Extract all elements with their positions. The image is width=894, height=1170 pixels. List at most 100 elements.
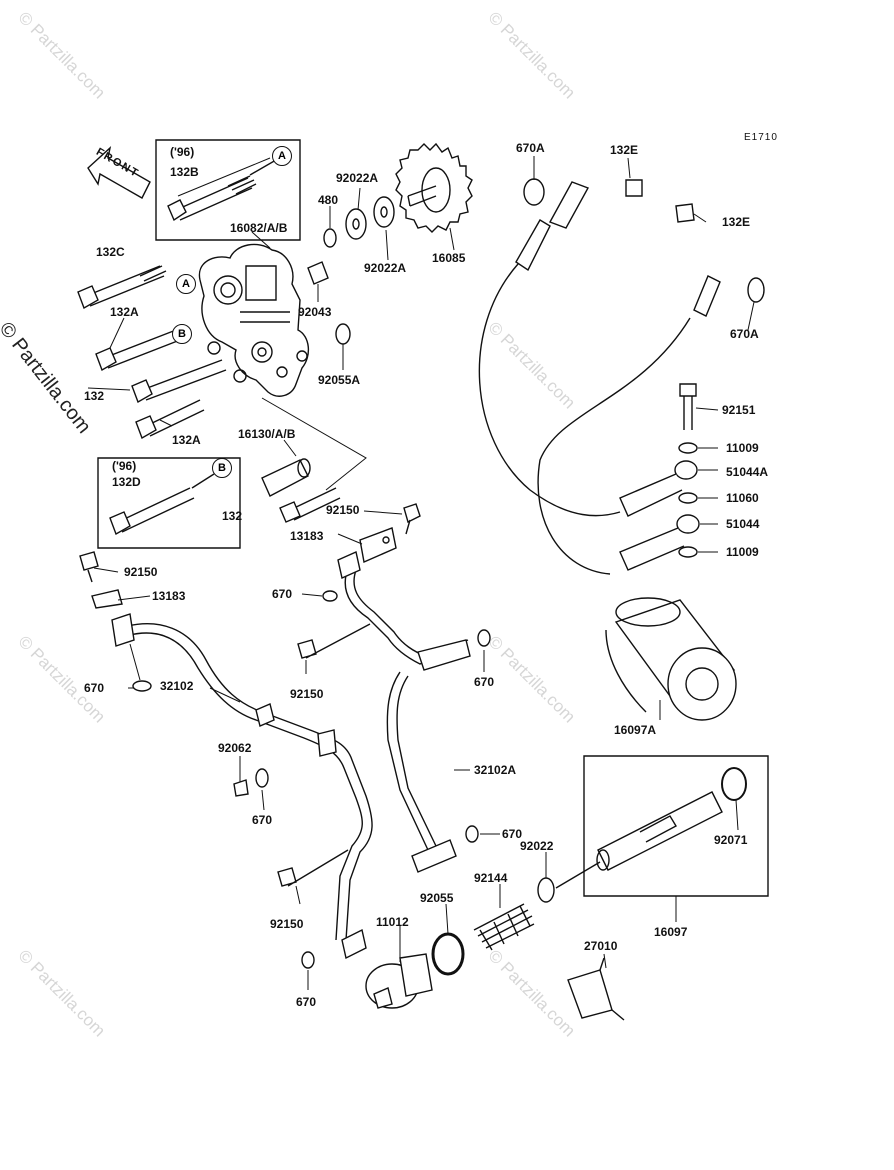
label-132-lower: 132	[222, 509, 243, 523]
callout-b-mid: B	[172, 324, 192, 344]
label-92150-3: 92150	[290, 687, 324, 701]
oil-filter-16097a-icon	[605, 597, 737, 721]
label-92151: 92151	[722, 403, 756, 417]
callout-a-mid: A	[176, 274, 196, 294]
oil-pipe-32102-icon	[111, 613, 373, 960]
label-132c: 132C	[96, 245, 125, 259]
diagram-reference: E1710	[744, 132, 778, 143]
label-11009-2: 11009	[726, 545, 759, 559]
spring-92144-icon	[473, 903, 535, 951]
label-32102a: 32102A	[474, 763, 517, 777]
oring-670-1-icon	[322, 590, 338, 602]
bolt-92150-top-icon	[403, 503, 421, 535]
oil-hoses-icon	[478, 181, 721, 575]
label-670-6: 670	[296, 995, 317, 1009]
label-480: 480	[318, 193, 339, 207]
oring-92055-icon	[431, 932, 465, 976]
label-92055: 92055	[420, 891, 454, 905]
label-27010: 27010	[584, 939, 618, 953]
collar-16130-icon	[261, 458, 311, 497]
drain-plug-11012-icon	[365, 953, 433, 1009]
banjo-bolt-92151-icon	[679, 383, 697, 430]
banjo-51044a-icon	[619, 460, 698, 517]
label-92022: 92022	[520, 839, 554, 853]
label-16130: 16130/A/B	[238, 427, 296, 441]
label-92055a: 92055A	[318, 373, 361, 387]
plug-92062-icon	[233, 779, 249, 797]
plate-13183-upper-icon	[359, 527, 397, 563]
bolt-92150-low-icon	[277, 849, 349, 887]
washer-11060-icon	[678, 492, 698, 504]
label-92043: 92043	[298, 305, 332, 319]
label-51044a: 51044A	[726, 465, 769, 479]
washer-11009-1-icon	[678, 442, 698, 454]
bolt-92150-mid-icon	[297, 623, 371, 659]
label-670a-1: 670A	[516, 141, 545, 155]
label-11060: 11060	[726, 491, 759, 505]
label-92150-1: 92150	[326, 503, 360, 517]
circlip-480-icon	[323, 228, 337, 248]
washer-92022a-2-icon	[373, 196, 395, 228]
label-670-1: 670	[272, 587, 293, 601]
oring-670-5-icon	[465, 825, 479, 843]
label-92150-2: 92150	[124, 565, 158, 579]
label-11012: 11012	[376, 915, 409, 929]
oring-670-3-icon	[477, 629, 491, 647]
label-96-bottom: ('96)	[112, 459, 137, 473]
label-13183-1: 13183	[290, 529, 324, 543]
washer-92022a-1-icon	[345, 208, 367, 240]
bolt-132b-icon	[167, 159, 277, 222]
label-670-5: 670	[502, 827, 523, 841]
label-92062: 92062	[218, 741, 252, 755]
label-670-4: 670	[252, 813, 273, 827]
label-132: 132	[84, 389, 105, 403]
oring-670-2-icon	[132, 680, 152, 692]
label-132e-1: 132E	[610, 143, 639, 157]
bolt-92150-left-icon	[79, 551, 99, 583]
bolt-132-long-icon	[131, 359, 227, 404]
bolt-132-lower-icon	[279, 487, 341, 523]
pin-92043-icon	[307, 261, 329, 285]
oring-670a-2-icon	[747, 277, 765, 303]
label-132e-2: 132E	[722, 215, 751, 229]
oring-92055a-icon	[335, 323, 351, 345]
label-16097: 16097	[654, 925, 688, 939]
bracket-box-132d	[97, 457, 241, 549]
oring-670-6-icon	[301, 951, 315, 969]
bolt-132d-icon	[109, 473, 215, 536]
bolt-132a-lower-icon	[135, 399, 205, 440]
bolt-132e-1-icon	[625, 179, 643, 197]
switch-27010-icon	[567, 957, 625, 1021]
label-13183-2: 13183	[152, 589, 186, 603]
label-92071: 92071	[714, 833, 748, 847]
label-92150-4: 92150	[270, 917, 304, 931]
plate-13183-lower-icon	[91, 589, 123, 609]
gear-16085-icon	[395, 142, 473, 233]
label-132a-1: 132A	[110, 305, 139, 319]
label-16097a: 16097A	[614, 723, 657, 737]
label-92022a-1: 92022A	[336, 171, 379, 185]
label-132d: 132D	[112, 475, 141, 489]
strainer-box	[583, 755, 769, 897]
callout-b-bottom: B	[212, 458, 232, 478]
banjo-51044-icon	[619, 514, 700, 571]
label-16085: 16085	[432, 251, 466, 265]
label-670-3: 670	[474, 675, 495, 689]
label-132b: 132B	[170, 165, 199, 179]
bolt-132c-icon	[77, 265, 167, 310]
label-92022a-2: 92022A	[364, 261, 407, 275]
label-132a-2: 132A	[172, 433, 201, 447]
oil-pipe-32102a-icon	[337, 551, 471, 873]
oil-pump-body-icon	[198, 243, 309, 397]
label-670a-2: 670A	[730, 327, 759, 341]
strainer-16097-icon	[596, 791, 723, 871]
front-arrow-icon	[87, 146, 151, 199]
washer-11009-2-icon	[678, 546, 698, 558]
label-11009-1: 11009	[726, 441, 759, 455]
seal-92071-icon	[721, 767, 747, 801]
bolt-132e-2-icon	[675, 203, 695, 223]
label-92144: 92144	[474, 871, 508, 885]
bracket-box-132b	[155, 139, 301, 241]
bolt-132a-upper-icon	[95, 329, 181, 372]
oring-670a-1-icon	[523, 178, 545, 206]
